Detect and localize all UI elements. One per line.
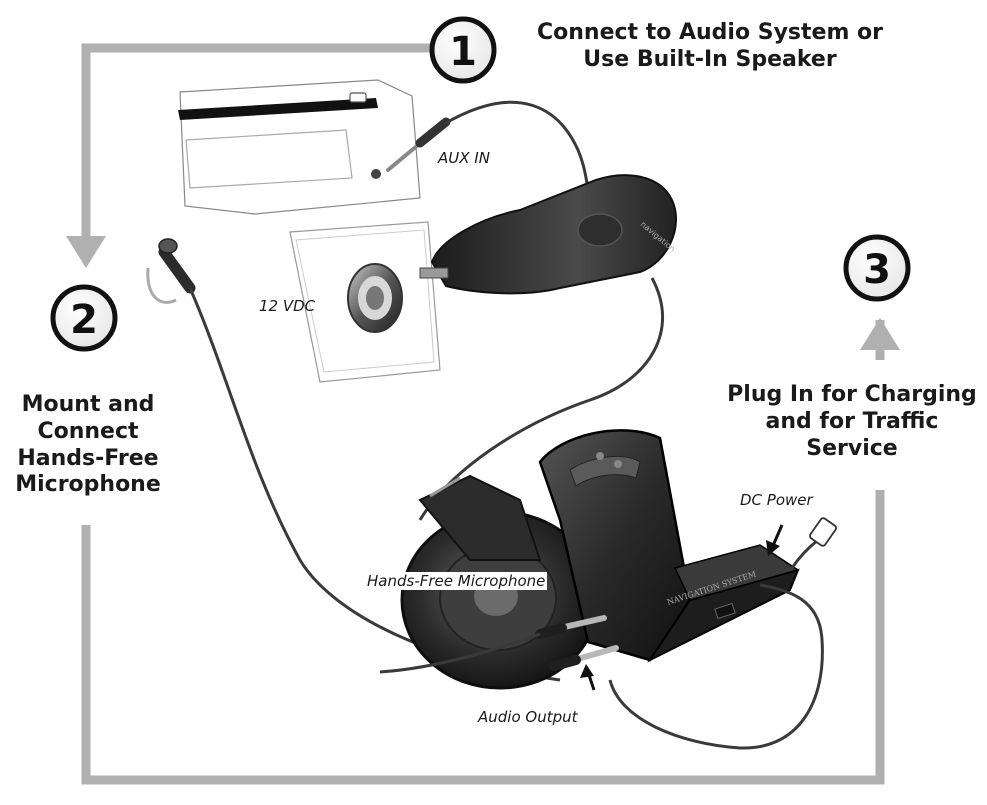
car-stereo bbox=[178, 79, 421, 215]
step-2-title: Mount and Connect Hands-Free Microphone bbox=[2, 392, 174, 499]
12vdc-label: 12 VDC bbox=[259, 297, 316, 315]
dc-power-cable bbox=[608, 517, 837, 750]
step-badge-2: 2 bbox=[50, 284, 118, 352]
car-charger-plug: navigation bbox=[419, 174, 677, 295]
suction-mount bbox=[400, 474, 600, 690]
step-number-2: 2 bbox=[70, 297, 98, 343]
audio-output-arrowhead-icon bbox=[580, 664, 594, 678]
navigation-cradle: NAVIGATION SYSTEM bbox=[538, 429, 800, 663]
step-number-1: 1 bbox=[449, 29, 477, 75]
step-2-title-line: Hands-Free bbox=[17, 445, 159, 471]
arrow-down-icon bbox=[66, 236, 106, 268]
step-1-title-line: Connect to Audio System or bbox=[536, 20, 884, 45]
step-number-3: 3 bbox=[863, 247, 891, 293]
step-badge-3: 3 bbox=[843, 234, 911, 302]
step-2-title-line: Connect bbox=[37, 418, 139, 444]
audio-output-label: Audio Output bbox=[478, 708, 578, 726]
step-3-title-line: Service bbox=[806, 435, 898, 461]
step-1-title-line: Use Built-In Speaker bbox=[583, 46, 837, 72]
charger-cable bbox=[418, 277, 664, 521]
aux-in-label: AUX IN bbox=[438, 149, 490, 167]
audio-jacks bbox=[379, 615, 619, 674]
dc-power-label: DC Power bbox=[740, 491, 813, 509]
step-3-title: Plug In for Charging and for Traffic Ser… bbox=[722, 382, 982, 462]
step-3-title-line: and for Traffic bbox=[765, 408, 939, 434]
arrow-up-icon bbox=[860, 318, 900, 350]
step-1-title: Connect to Audio System or Use Built-In … bbox=[510, 20, 910, 74]
step-2-title-line: Microphone bbox=[15, 472, 161, 498]
dc-power-arrowhead-icon bbox=[766, 540, 780, 556]
power-socket-panel bbox=[289, 221, 441, 383]
step-3-title-line: Plug In for Charging bbox=[727, 382, 977, 407]
microphone bbox=[146, 238, 561, 682]
hands-free-mic-label: Hands-Free Microphone bbox=[365, 572, 548, 590]
step-badge-1: 1 bbox=[429, 16, 497, 84]
step-2-title-line: Mount and bbox=[21, 392, 155, 417]
